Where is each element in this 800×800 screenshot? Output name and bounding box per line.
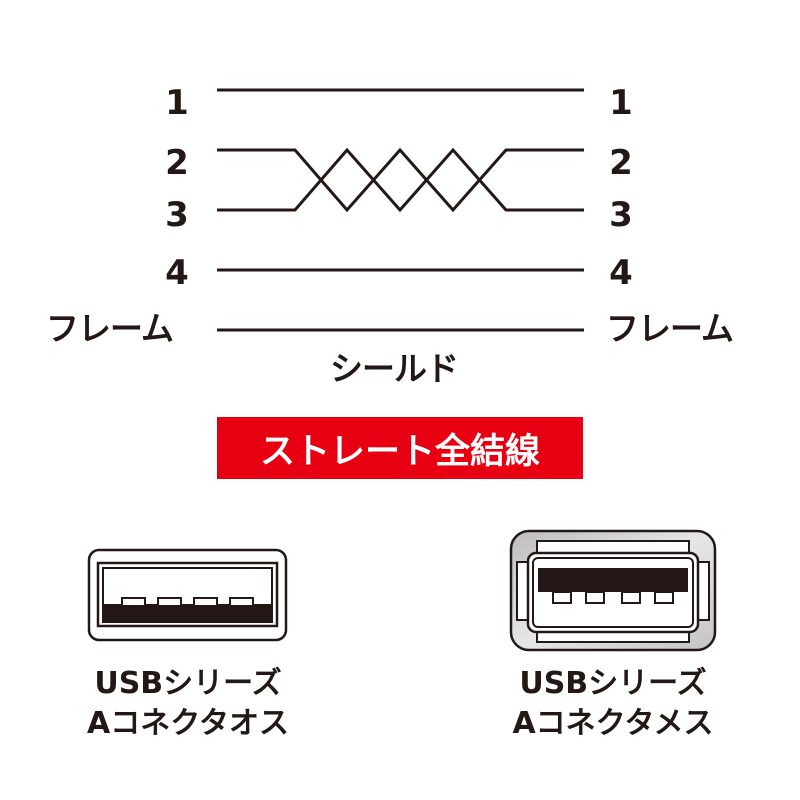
pin-label-right-1: 1 (609, 83, 633, 123)
male-caption-line2: Aコネクタオス (86, 706, 290, 741)
badge-label: ストレート全結線 (259, 431, 540, 472)
pin-label-left-1: 1 (165, 83, 189, 123)
shield-label: シールド (330, 349, 459, 388)
pin-label-left-4: 4 (165, 253, 189, 293)
usb-a-female-icon (509, 529, 717, 652)
female-connector-caption: USBシリーズ Aコネクタメス (505, 664, 721, 744)
pin-label-left-2: 2 (165, 143, 189, 183)
pin-label-left-3: 3 (165, 195, 189, 235)
wire-2 (217, 147, 584, 213)
pin-label-right-4: 4 (609, 253, 633, 293)
frame-label-right: フレーム (606, 309, 734, 348)
female-caption-line1: USBシリーズ (519, 666, 707, 701)
pin-label-right-3: 3 (609, 195, 633, 235)
usb-a-male-icon (87, 548, 288, 642)
frame-label-left: フレーム (46, 309, 174, 348)
female-caption-line2: Aコネクタメス (512, 706, 714, 741)
pin-label-right-2: 2 (609, 143, 633, 183)
straight-wiring-badge: ストレート全結線 (217, 417, 583, 479)
wire-3 (217, 147, 584, 213)
male-connector-caption: USBシリーズ Aコネクタオス (80, 664, 296, 744)
male-caption-line1: USBシリーズ (94, 666, 282, 701)
